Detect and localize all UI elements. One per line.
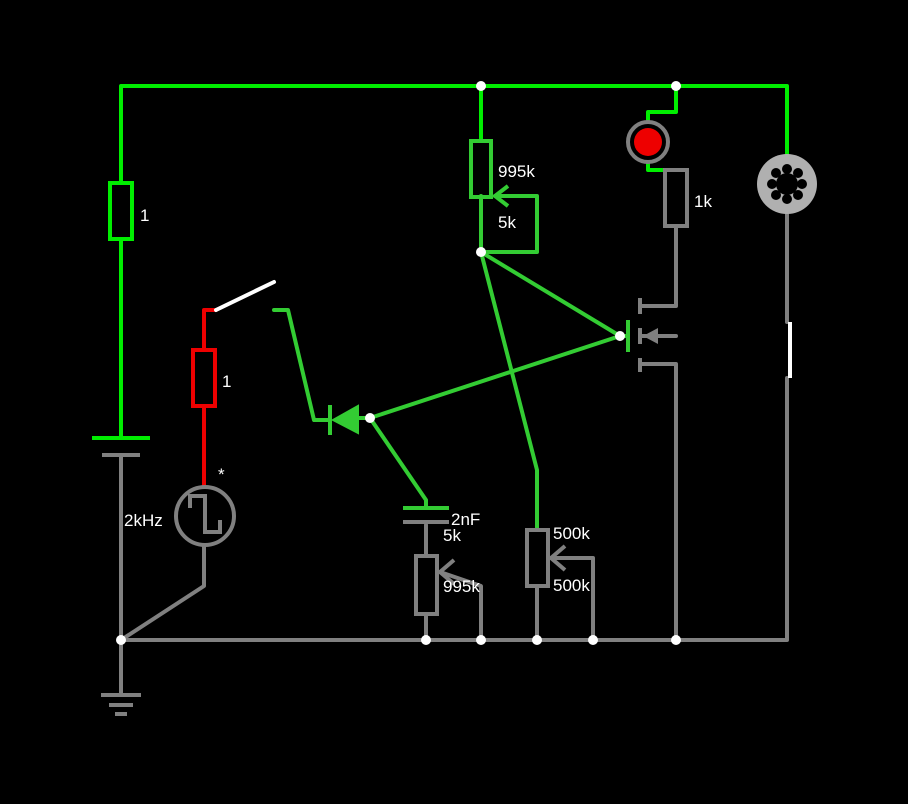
source-to-ground-wire: [638, 362, 678, 642]
pot-node-to-right-pot-wire: [479, 250, 539, 532]
source-marker-label: *: [218, 465, 225, 484]
top-rail-wire: [119, 84, 789, 184]
diode-to-gate-wire: [368, 334, 622, 420]
potentiometer-icon[interactable]: 500k 500k: [525, 524, 590, 595]
pot-top-upper-label: 995k: [498, 162, 535, 181]
source-branch-wire: [202, 308, 218, 352]
supply-resistor-label: 1: [140, 206, 149, 225]
battery-icon[interactable]: [92, 436, 150, 457]
junction-dot: [421, 635, 431, 645]
pot-right-wiper-wire: [549, 556, 595, 642]
pot-bottom-wiper-wire: [438, 570, 483, 642]
diode-to-cap-wire: [368, 416, 428, 510]
led-feed-wire: [646, 84, 678, 124]
junction-dot: [532, 635, 542, 645]
led-resistor-label: 1k: [694, 192, 712, 211]
junction-dot: [476, 247, 486, 257]
junction-dot: [671, 81, 681, 91]
switch-to-diode-wire: [272, 308, 330, 422]
junction-dot: [615, 331, 625, 341]
led-resistor[interactable]: 1k: [663, 168, 712, 228]
capacitor-label: 2nF: [451, 510, 480, 529]
source-ground-wire: [119, 544, 206, 642]
capacitor[interactable]: 2nF: [403, 506, 480, 529]
led-icon[interactable]: [626, 120, 670, 164]
pot-bottom-lower-label: 995k: [443, 577, 480, 596]
junction-dot: [476, 81, 486, 91]
diode-icon[interactable]: [328, 404, 370, 435]
pot-bottom-upper-label: 5k: [443, 526, 461, 545]
source-resistor[interactable]: 1: [191, 348, 231, 408]
square-wave-source-icon[interactable]: 2kHz *: [124, 465, 236, 547]
switch-icon[interactable]: [214, 280, 276, 312]
junction-dot: [671, 635, 681, 645]
pot-top-bottom-wire: [479, 194, 539, 254]
pot-right-upper-label: 500k: [553, 524, 590, 543]
supply-resistor[interactable]: 1: [108, 181, 149, 241]
source-frequency-label: 2kHz: [124, 511, 163, 530]
junction-dot: [588, 635, 598, 645]
potentiometer-icon[interactable]: 5k 995k: [414, 526, 480, 616]
pot-right-lower-label: 500k: [553, 576, 590, 595]
junction-dot: [365, 413, 375, 423]
junction-dot: [476, 635, 486, 645]
potentiometer-icon[interactable]: 995k 5k: [469, 139, 535, 232]
pot-top-lower-label: 5k: [498, 213, 516, 232]
junction-dot: [116, 635, 126, 645]
ground-icon: [101, 693, 141, 716]
motor-icon[interactable]: [757, 154, 817, 214]
pot-node-to-gate-wire: [479, 250, 622, 338]
mosfet-icon[interactable]: [626, 298, 658, 372]
led-resistor-to-drain-wire: [638, 224, 678, 308]
source-resistor-label: 1: [222, 372, 231, 391]
ground-rail-wire: [119, 376, 789, 642]
junction-dots: [116, 81, 681, 645]
